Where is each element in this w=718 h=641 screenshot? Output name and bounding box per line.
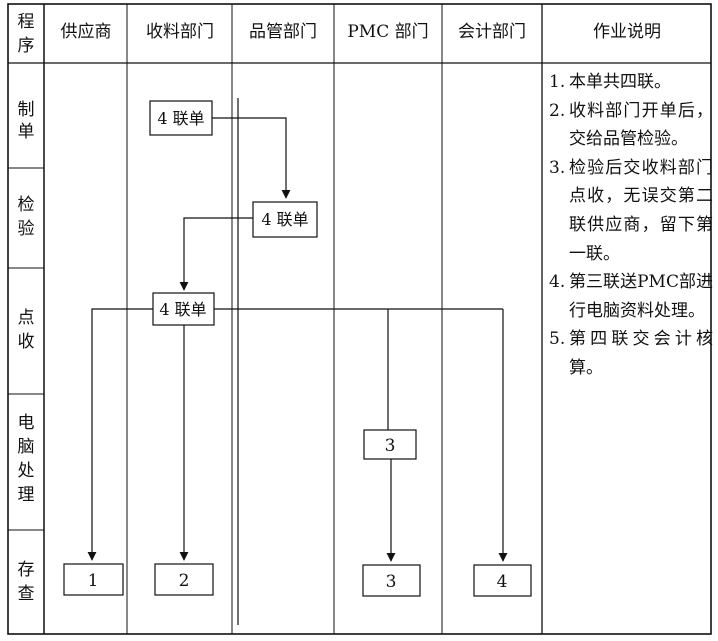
note-text: 第四联交会计核算。 — [569, 329, 713, 378]
row-label-char: 查 — [18, 584, 35, 604]
table-grid — [7, 3, 712, 635]
row-label-char: 检 — [18, 195, 35, 215]
header-receiving-dept: 收料部门 — [146, 22, 214, 42]
row-label-inspect: 检验 — [18, 195, 35, 239]
row-label-char: 验 — [18, 219, 35, 239]
box-label: 4 — [497, 572, 508, 592]
box-label: 4 联单 — [261, 210, 308, 229]
header-qc-dept: 品管部门 — [249, 22, 317, 42]
note-item: 2.收料部门开单后，交给品管检验。 — [549, 97, 713, 154]
note-text: 检验后交收料部门点收，无误交第二联供应商，留下第一联。 — [569, 157, 713, 264]
header-accounting-dept: 会计部门 — [458, 22, 526, 42]
box-copy-3-file: 3 — [362, 564, 421, 597]
box-copy-1: 1 — [63, 563, 124, 596]
box-label: 1 — [88, 571, 99, 591]
arrow-to-qc — [212, 117, 291, 199]
note-number: 1. — [549, 72, 566, 92]
table-border — [7, 3, 712, 635]
box-label: 3 — [385, 436, 396, 456]
box-form-inspect: 4 联单 — [252, 201, 318, 238]
note-number: 4. — [549, 272, 566, 293]
connectors — [87, 98, 508, 625]
note-item: 5.第四联交会计核算。 — [549, 325, 713, 382]
note-number: 3. — [549, 157, 566, 178]
header-procedure: 程 — [18, 12, 35, 32]
row-label-char: 制 — [18, 100, 35, 120]
row-label-count: 点收 — [18, 308, 35, 352]
row-label-make: 制单 — [18, 100, 35, 142]
note-text: 本单共四联。 — [569, 72, 671, 92]
arrow-to-receiving — [179, 217, 253, 291]
note-item: 1.本单共四联。 — [549, 68, 713, 97]
note-number: 5. — [549, 329, 566, 350]
header-procedure: 序 — [18, 36, 35, 56]
header-pmc-dept: PMC 部门 — [347, 22, 428, 42]
header-notes: 作业说明 — [593, 22, 661, 42]
box-copy-2: 2 — [154, 563, 214, 596]
box-form-count: 4 联单 — [152, 292, 215, 326]
note-item: 3.检验后交收料部门点收，无误交第二联供应商，留下第一联。 — [549, 154, 713, 268]
row-label-char: 点 — [18, 308, 35, 328]
row-label-char: 存 — [18, 560, 35, 580]
row-label-char: 单 — [18, 122, 35, 142]
box-label: 4 联单 — [159, 300, 206, 319]
distribution-line — [87, 308, 153, 561]
row-label-file: 存查 — [18, 560, 35, 604]
box-label: 2 — [179, 571, 190, 591]
note-item: 4.第三联送PMC部进行电脑资料处理。 — [549, 268, 713, 325]
operation-notes: 1.本单共四联。 2.收料部门开单后，交给品管检验。 3.检验后交收料部门点收，… — [549, 68, 713, 383]
note-text: 第三联送PMC部进行电脑资料处理。 — [569, 272, 713, 321]
box-label: 3 — [386, 572, 397, 592]
row-label-char: 脑 — [18, 437, 35, 457]
row-label-char: 电 — [18, 413, 35, 433]
note-number: 2. — [549, 100, 566, 121]
box-copy-3-pmc: 3 — [363, 429, 417, 460]
header-supplier: 供应商 — [61, 22, 112, 42]
row-label-char: 收 — [18, 332, 35, 352]
box-form-make: 4 联单 — [149, 100, 213, 136]
box-label: 4 联单 — [157, 109, 204, 128]
note-text: 收料部门开单后，交给品管检验。 — [569, 100, 713, 150]
box-copy-4: 4 — [473, 564, 532, 597]
row-label-char: 处 — [18, 461, 35, 481]
row-label-char: 理 — [18, 485, 35, 505]
